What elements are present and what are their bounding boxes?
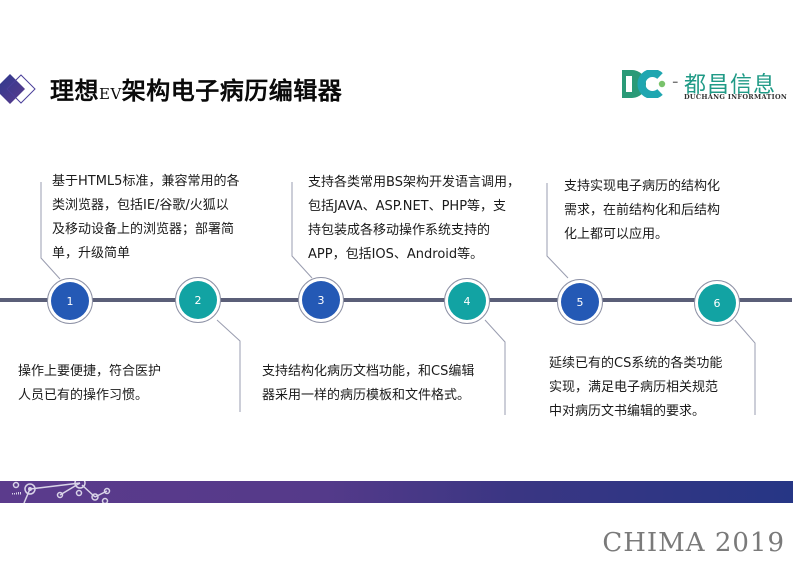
timeline-node-6[interactable]: 6 [694, 280, 740, 326]
description-3: 支持各类常用BS架构开发语言调用， 包括JAVA、ASP.NET、PHP等，支 … [308, 171, 520, 267]
timeline-node-2[interactable]: 2 [175, 277, 221, 323]
conference-label: CHIMA 2019 [602, 528, 785, 558]
description-line: 实现，满足电子病历相关规范 [549, 380, 719, 395]
node-number: 1 [66, 294, 74, 308]
description-line: 基于HTML5标准，兼容常用的各 [52, 174, 240, 189]
connector-4 [484, 319, 506, 415]
description-line: 包括JAVA、ASP.NET、PHP等，支 [308, 199, 507, 214]
timeline-node-5[interactable]: 5 [557, 279, 603, 325]
logo-name-en: DUCHANG INFORMATION [684, 93, 788, 101]
page-title: 理想EV架构电子病历编辑器 [50, 76, 342, 109]
description-line: 操作上要便捷，符合医护 [18, 364, 162, 379]
node-number: 4 [463, 294, 471, 308]
footer-band [0, 481, 793, 503]
connector-2 [216, 319, 241, 412]
node-number: 5 [576, 295, 584, 309]
description-line: 需求，在前结构化和后结构 [564, 203, 721, 218]
description-line: 支持各类常用BS架构开发语言调用， [308, 175, 520, 190]
logo-name-cn: 都昌信息 [684, 73, 777, 98]
description-line: 人员已有的操作习惯。 [18, 388, 149, 403]
description-line: APP，包括IOS、Android等。 [308, 247, 484, 262]
node-dot: 3 [302, 281, 340, 319]
title-ev: EV [99, 85, 122, 103]
title-part2: 架构电子病历编辑器 [121, 77, 343, 105]
description-line: 器采用一样的病历模板和文件格式。 [262, 388, 471, 403]
title-part1: 理想 [50, 77, 99, 105]
dc-logo-icon [622, 70, 666, 98]
company-logo: - 都昌信息 DUCHANG INFORMATION [622, 66, 792, 106]
node-dot: 6 [698, 284, 736, 322]
description-line: 化上都可以应用。 [564, 227, 669, 242]
node-number: 2 [194, 293, 202, 307]
node-dot: 2 [179, 281, 217, 319]
description-5: 支持实现电子病历的结构化 需求，在前结构化和后结构 化上都可以应用。 [564, 175, 720, 247]
diamond-logo-icon [0, 74, 36, 104]
description-line: 支持结构化病历文档功能，和CS编辑 [262, 364, 475, 379]
timeline-node-4[interactable]: 4 [444, 278, 490, 324]
description-1: 基于HTML5标准，兼容常用的各 类浏览器，包括IE/谷歌/火狐以 及移动设备上… [52, 170, 239, 266]
connector-6 [734, 319, 756, 415]
description-line: 中对病历文书编辑的要求。 [549, 404, 706, 419]
description-line: 及移动设备上的浏览器；部署简 [52, 222, 235, 237]
node-dot: 5 [561, 283, 599, 321]
node-dot: 1 [51, 282, 89, 320]
description-4: 支持结构化病历文档功能，和CS编辑 器采用一样的病历模板和文件格式。 [262, 360, 474, 408]
description-line: 延续已有的CS系统的各类功能 [549, 356, 723, 371]
network-nodes-icon [12, 481, 111, 503]
description-line: 支持实现电子病历的结构化 [564, 179, 721, 194]
description-line: 单，升级简单 [52, 246, 131, 261]
logo-dash: - [672, 71, 679, 92]
description-2: 操作上要便捷，符合医护 人员已有的操作习惯。 [18, 360, 161, 408]
node-number: 6 [713, 296, 721, 310]
timeline-node-1[interactable]: 1 [47, 278, 93, 324]
description-6: 延续已有的CS系统的各类功能 实现，满足电子病历相关规范 中对病历文书编辑的要求… [549, 352, 722, 424]
node-dot: 4 [448, 282, 486, 320]
description-line: 持包装成各移动操作系统支持的 [308, 223, 491, 238]
timeline-node-3[interactable]: 3 [298, 277, 344, 323]
node-number: 3 [317, 293, 325, 307]
description-line: 类浏览器，包括IE/谷歌/火狐以 [52, 198, 229, 213]
